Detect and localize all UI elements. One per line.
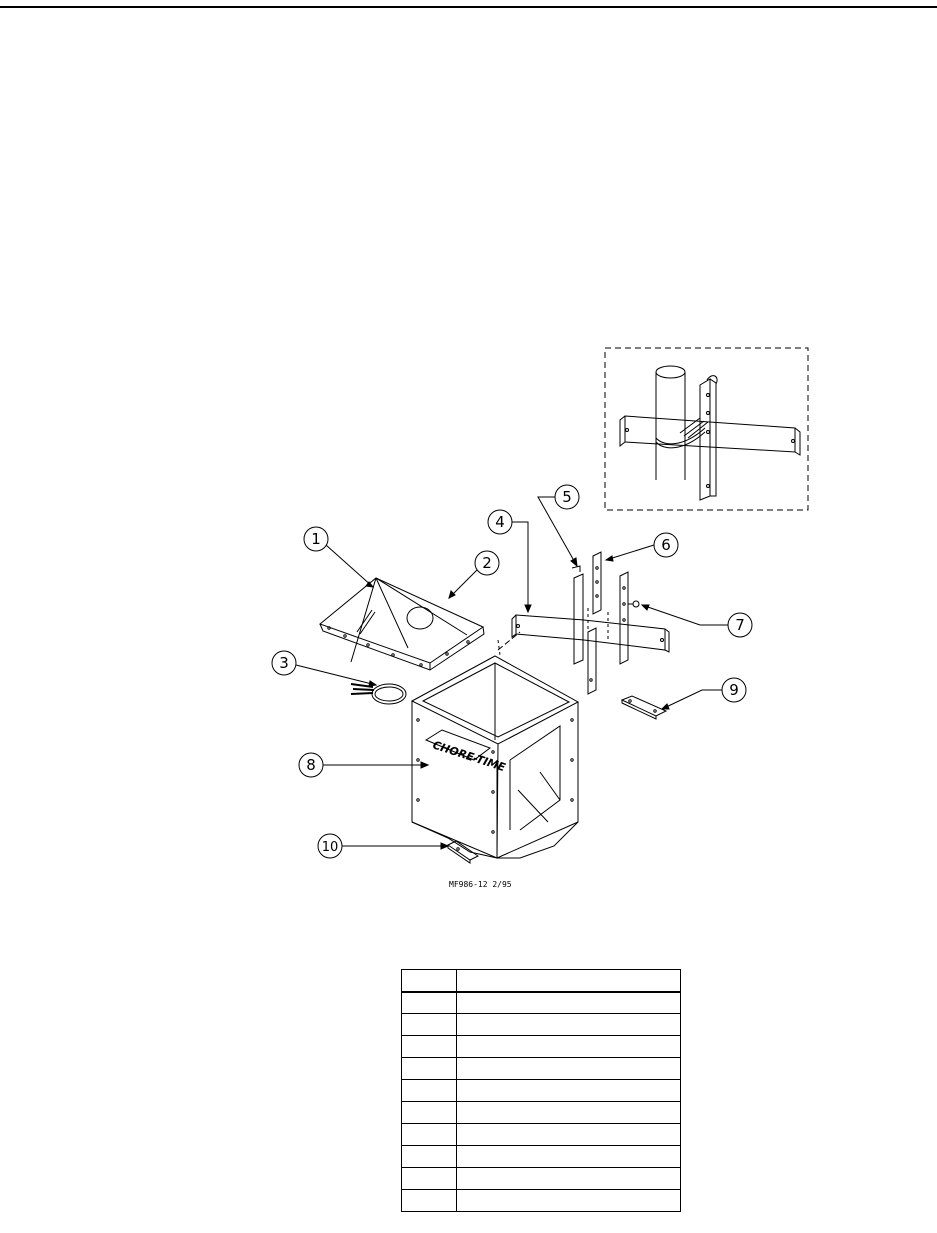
table-cell [456,1189,681,1212]
table-row [401,1123,681,1146]
table-cell [456,1057,681,1080]
callout-5: 5 [537,484,580,568]
table-row [401,991,681,1014]
table-cell [401,991,457,1014]
top-rule [0,6,937,8]
table-row [401,1101,681,1124]
table-cell [456,1167,681,1190]
table-cell [401,1145,457,1168]
svg-text:2: 2 [482,554,492,572]
table-cell [401,1035,457,1058]
table-cell [456,1145,681,1168]
table-row [401,1145,681,1168]
svg-text:3: 3 [279,654,289,672]
table-cell [456,1035,681,1058]
table-cell [401,1057,457,1080]
callout-10: 10 [317,833,450,859]
svg-text:7: 7 [735,616,745,634]
table-cell [401,1079,457,1102]
table-row [401,1167,681,1190]
table-row [401,1057,681,1080]
table-cell [401,1101,457,1124]
svg-text:9: 9 [729,681,739,699]
hopper-lid [318,577,485,671]
mounting-arm [511,614,670,653]
exploded-parts-drawing: CHORE-TIME 1 2 3 4 [271,347,809,889]
callout-7: 7 [640,604,753,638]
svg-text:4: 4 [495,513,505,531]
table-cell [456,1123,681,1146]
table-row [401,1079,681,1102]
svg-text:1: 1 [311,530,321,548]
callout-1: 1 [303,526,375,588]
column-header [456,969,681,993]
table-header-row [401,969,681,993]
callout-8: 8 [298,752,430,778]
table-cell [456,1079,681,1102]
svg-text:5: 5 [562,488,572,506]
callout-4: 4 [487,509,532,614]
pole-mount-detail-inset [604,347,809,511]
table-cell [456,1013,681,1036]
chore-time-logo: CHORE-TIME [431,738,507,774]
callout-2: 2 [448,550,500,599]
chain-clamp [350,683,407,705]
table-cell [401,1189,457,1212]
table-cell [401,1013,457,1036]
svg-text:10: 10 [322,840,339,855]
svg-text:8: 8 [306,756,316,774]
table-row [401,1189,681,1212]
table-row [401,1013,681,1036]
column-header [401,969,457,993]
callout-6: 6 [604,532,679,562]
callout-3: 3 [271,650,378,687]
callout-9: 9 [660,677,747,710]
svg-text:6: 6 [661,536,671,554]
table-cell [401,1123,457,1146]
mounting-straps [571,551,640,695]
table-row [401,1035,681,1058]
parts-list-table [401,969,681,1212]
drawing-number: MF986-12 2/95 [449,880,512,889]
slide-plate [447,840,479,864]
table-cell [456,1101,681,1124]
table-cell [456,991,681,1014]
clip [620,695,668,720]
table-cell [401,1167,457,1190]
